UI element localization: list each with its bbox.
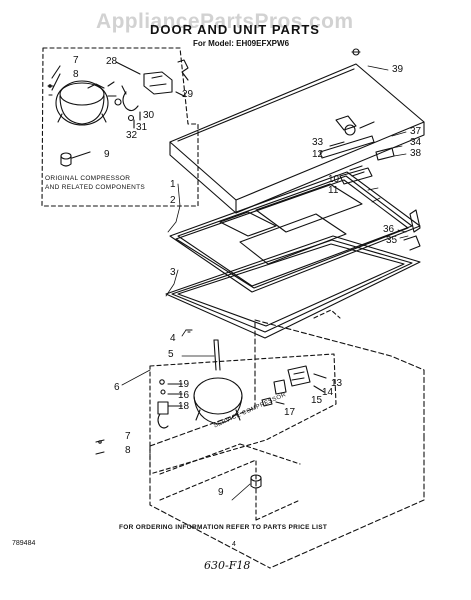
callout-17: 17 bbox=[284, 407, 296, 418]
callout-32: 32 bbox=[126, 130, 138, 141]
callout-5: 5 bbox=[168, 349, 174, 360]
callout-14: 14 bbox=[322, 387, 334, 398]
callout-38: 38 bbox=[410, 148, 422, 159]
inset-caption-line-1: ORIGINAL COMPRESSOR bbox=[45, 175, 131, 182]
diagram-title: DOOR AND UNIT PARTS bbox=[150, 22, 320, 37]
callout-33: 33 bbox=[312, 137, 324, 148]
callout-9-original: 9 bbox=[104, 149, 110, 160]
callout-3: 3 bbox=[170, 267, 176, 278]
misc-parts bbox=[96, 330, 261, 488]
callout-31: 31 bbox=[136, 122, 148, 133]
callout-2: 2 bbox=[170, 195, 176, 206]
callout-37: 37 bbox=[410, 126, 422, 137]
callout-29: 29 bbox=[182, 89, 194, 100]
callout-6: 6 bbox=[114, 382, 120, 393]
original-compressor-inset bbox=[42, 48, 198, 206]
freezer-lid bbox=[170, 64, 424, 213]
inset-caption-line-2: AND RELATED COMPONENTS bbox=[45, 184, 146, 191]
callout-10: 10 bbox=[328, 174, 340, 185]
door-gasket bbox=[166, 236, 420, 338]
callout-30: 30 bbox=[143, 110, 155, 121]
page-number: 4 bbox=[232, 541, 236, 548]
hinge-latch-parts bbox=[320, 49, 420, 250]
callout-12: 12 bbox=[312, 149, 324, 160]
handwritten-note: 630-F18 bbox=[204, 559, 251, 572]
callout-7-lower: 7 bbox=[125, 431, 131, 442]
leader-lines bbox=[122, 66, 408, 500]
callout-35: 35 bbox=[386, 235, 398, 246]
publication-number: 789484 bbox=[12, 540, 36, 547]
model-line: For Model: EH09EFXPW6 bbox=[193, 39, 290, 48]
callout-9-lower: 9 bbox=[218, 487, 224, 498]
callout-28: 28 bbox=[106, 56, 118, 67]
callout-15: 15 bbox=[311, 395, 323, 406]
service-compressor-box bbox=[150, 354, 336, 474]
callout-8-lower: 8 bbox=[125, 445, 131, 456]
callout-8: 8 bbox=[73, 69, 79, 80]
ordering-footer: FOR ORDERING INFORMATION REFER TO PARTS … bbox=[119, 524, 328, 531]
callout-4: 4 bbox=[170, 333, 176, 344]
callout-36: 36 bbox=[383, 224, 395, 235]
callout-39: 39 bbox=[392, 64, 404, 75]
callout-7: 7 bbox=[73, 55, 79, 66]
callout-16: 16 bbox=[178, 390, 190, 401]
callout-18: 18 bbox=[178, 401, 190, 412]
callout-19: 19 bbox=[178, 379, 190, 390]
watermark: AppliancePartsPros.com bbox=[96, 10, 354, 33]
callout-13: 13 bbox=[331, 378, 343, 389]
callout-11: 11 bbox=[328, 185, 339, 196]
callout-1: 1 bbox=[170, 179, 176, 190]
callout-34: 34 bbox=[410, 137, 422, 148]
